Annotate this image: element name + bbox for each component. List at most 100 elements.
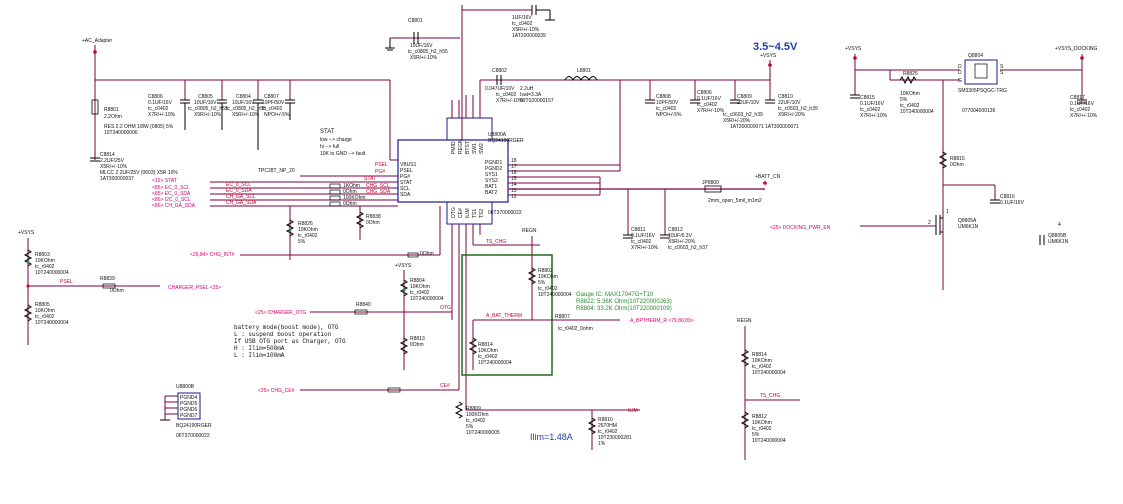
regn-mid: REGN (522, 228, 537, 234)
c8806-pkg: tc_c0402 (148, 106, 169, 112)
pin-one: 1 (946, 209, 949, 215)
vsys-docking: +VSYS_DOCKING (1055, 46, 1097, 52)
r8811-value: 0Ohm (950, 162, 964, 168)
otg-note-2: If USB OTG port as Charger, OTG (234, 338, 346, 345)
c8808-pkg: tc_c0402 (656, 106, 677, 112)
c8801-value: 10UF/16V (410, 43, 433, 49)
c8810-pkg: tc_c0603_h2_h39 (778, 106, 818, 112)
net-chg-sda: CHG_SDA (366, 189, 391, 195)
q8805b-ref: Q8805B (1048, 233, 1067, 239)
c8815-value: 0.1UF/16V (860, 101, 885, 107)
inductor-block: L8801 2.2uH Isat=3.3A 09T020000157 C8802… (480, 41, 798, 104)
gnd-pin-7: PGND7 (180, 413, 197, 419)
q8804-pn: 077004000136 (962, 108, 996, 114)
chg-ce-network: <25> CHG_CE# CE# (258, 383, 459, 394)
otg-network: +VSYS R8804 10KOhm tc_r0402 10T240000004… (255, 263, 452, 370)
c8802-pkg: tc_c0402 (496, 92, 517, 98)
c8806b-ref: C8806 (697, 90, 712, 96)
r8801-ref: R8801 (104, 107, 119, 113)
c8803-value: 1UF/16V (512, 15, 532, 21)
c8804-tol: X5R/+/-10% (232, 112, 260, 118)
r8820-value: 10KOhm (900, 91, 920, 97)
pin-pmid: PMID (451, 141, 457, 154)
voltage-range: 3.5~4.5V (753, 41, 798, 53)
otg-note-0: battery mode(boost mode), OTG (234, 324, 339, 331)
offpage-scl1: <85> EC_0_SCL (152, 185, 190, 191)
pin-sw2: SW2 (479, 143, 485, 154)
r8812-like-ref: R8813 (410, 336, 425, 342)
r8809: R8809 100KOhm tc_r0402 5% 10T240000005 (454, 401, 500, 436)
vsys-mid: +VSYS (395, 263, 412, 269)
gauge-note-0: Gauge IC: MAX17047G+T10 (576, 292, 654, 298)
offpage-charger-otg: <25> CHARGER_OTG (255, 310, 307, 316)
net-ce: CE# (440, 383, 450, 389)
offpage-charger-psel: CHARGER_PSEL <25> (168, 285, 221, 291)
r8805-ref: R8805 (35, 302, 50, 308)
l8801-ref: L8801 (577, 68, 591, 74)
c8809-ref: C8809 (737, 94, 752, 100)
input-cap-bank: C8806 0.1UF/16V tc_c0402 X7R/+/-10% C880… (148, 80, 398, 161)
output-cap-bank: C8808 10PF/50V tc_c0402 NPO/+/-5% C8806 … (645, 80, 818, 130)
r8810-pkg: tc_r0402 (598, 429, 618, 435)
c8817-pkg: tc_c0402 (1070, 107, 1091, 113)
r8816-val: 100KOhm (343, 195, 366, 201)
c8806-tol: X7R/+/-10% (148, 112, 176, 118)
pin-ts1: TS1 (472, 209, 478, 218)
r8801-pn: 10T340000006 (104, 130, 138, 136)
stat-note-0: STAT (320, 129, 335, 135)
r8812-value: 10KOhm (752, 420, 772, 426)
r8809-value: 100KOhm (466, 412, 489, 418)
pin-four: 4 (1058, 222, 1061, 228)
r8812-ref: R8812 (752, 414, 767, 420)
c8810-pn: 1AT300000071 (765, 124, 799, 130)
net-otg: OTG (440, 305, 451, 311)
pin-num-17: 17 (511, 164, 517, 170)
q-pin-s2: S (1000, 70, 1004, 76)
pin-bat2: BAT2 (485, 190, 497, 196)
c8806b-tol: X7R/+/-10% (697, 108, 725, 114)
offpage-sda1: <85> EC_0_SDA (152, 191, 191, 197)
c8810-ref: C8810 (778, 94, 793, 100)
net-ilim: ILIM (628, 408, 638, 414)
net-pg: PG# (375, 169, 385, 175)
r8804-pkg: tc_r0402 (410, 290, 430, 296)
stat-note: STAT low --> charge hi --> full 10K to G… (320, 129, 366, 157)
l8801-rating: Isat=3.3A (520, 92, 542, 98)
otg-note-1: L : suspend boost operation (234, 331, 332, 338)
r8838-ref: R8839 (100, 276, 115, 282)
otg-note: battery mode(boost mode), OTG L : suspen… (234, 324, 346, 359)
c8804-pkg: tc_c0805_h2_h55 (226, 106, 266, 112)
gnd-pin-6: PGND6 (180, 407, 197, 413)
q-pin-s1: S (1000, 64, 1004, 70)
r8810-pn: 10T230000281 (598, 435, 632, 441)
c8810-value: 22UF/10V (778, 100, 801, 106)
c8804-ref: C8804 (236, 94, 251, 100)
jumper-label: 2mm_open_5mil_m1m2 (708, 198, 762, 204)
r8839-ref: R8840 (356, 302, 371, 308)
c8811-ref: C8811 (631, 227, 646, 233)
gnd-ic: U8800B PGND4 PGND5 PGND6 PGND7 BQ24190RG… (160, 384, 212, 439)
net-psel-left: PSEL (60, 279, 73, 285)
c8802-value: 0.047UF/16V (485, 86, 515, 92)
r8805-pn: 10T240000004 (35, 320, 69, 326)
r8803-ref: R8803 (35, 252, 50, 258)
pin-otg: OTG (451, 207, 457, 218)
c8807-pkg: tc_c0402 (262, 106, 283, 112)
main-charger-ic: U8800A BQ24190RGER 06T370000022 VBUS1 PS… (397, 80, 524, 410)
r8826-value: 0Ohm (366, 220, 380, 226)
c8805-tol: X5R/+/-10% (194, 112, 222, 118)
r8802-ref: R8802 (538, 268, 553, 274)
chg-int-net: <26,84> CHG_INT# 0Ohm (190, 206, 441, 258)
c8805-ref: C8805 (198, 94, 213, 100)
u8800b-pn: 06T370000022 (176, 433, 210, 439)
pin-sw1: SW1 (472, 143, 478, 154)
pin-num-18: 18 (511, 158, 517, 164)
c8812-value: 10UF/6.3V (668, 233, 693, 239)
c8814-ref: C8814 (100, 152, 115, 158)
r8812-like-value: 0Ohm (410, 342, 424, 348)
pin-btst: BTST (465, 141, 471, 154)
pin-sda: SDA (400, 192, 411, 198)
psel-network: +VSYS R8803 10KOhm tc_r0402 10T240000004… (18, 230, 221, 345)
gauge-note-2: R8804: 33.2K Ohm(10T220000109) (576, 306, 672, 312)
